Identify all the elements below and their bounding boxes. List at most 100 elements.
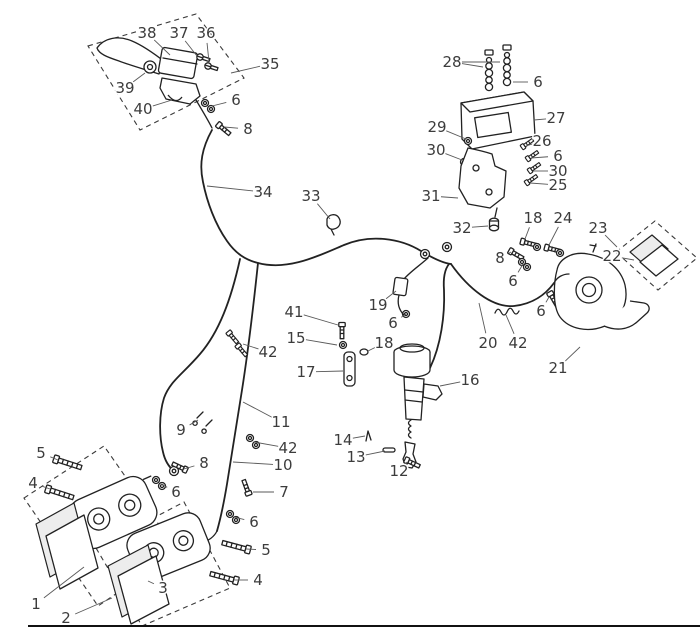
- leader-line: [233, 516, 245, 521]
- leader-line: [446, 130, 467, 140]
- callout-number: 29: [427, 118, 446, 136]
- callout-number: 42: [278, 439, 297, 457]
- mid-fasteners: [225, 329, 250, 359]
- callout-number: 21: [548, 359, 567, 377]
- leader-line: [440, 196, 459, 199]
- rear-brake-pads: [629, 234, 679, 277]
- leader-line: [230, 65, 261, 74]
- line-clip: [326, 214, 341, 236]
- callout-number: 25: [548, 176, 567, 194]
- leader-line: [621, 257, 635, 261]
- rear-line-hardware: [401, 237, 565, 319]
- callout-number: 39: [115, 79, 134, 97]
- front-brake-pads-right: [107, 544, 170, 625]
- callout-number: 4: [28, 474, 38, 492]
- leader-line: [445, 153, 463, 161]
- callout-number: 8: [199, 454, 209, 472]
- callout-number: 18: [374, 334, 393, 352]
- leader-line: [315, 370, 344, 373]
- callout-number: 17: [296, 363, 315, 381]
- callout-number: 6: [508, 272, 518, 290]
- callout-number: 40: [133, 100, 152, 118]
- callout-number: 8: [243, 120, 253, 138]
- callout-number: 23: [588, 219, 607, 237]
- callout-number: 6: [553, 147, 563, 165]
- leader-line: [147, 580, 155, 585]
- leader-line: [223, 126, 239, 129]
- callout-number: 6: [533, 73, 543, 91]
- callout-number: 6: [536, 302, 546, 320]
- callout-number: 7: [279, 483, 289, 501]
- rear-master-cylinder: [393, 343, 443, 469]
- front-caliper-left: [64, 475, 158, 550]
- leader-line: [367, 347, 376, 352]
- leader-line: [74, 597, 113, 615]
- leader-line: [253, 441, 279, 447]
- leader-line: [152, 99, 173, 107]
- leader-line: [604, 234, 618, 248]
- leader-line: [206, 185, 254, 192]
- callout-number: 38: [137, 24, 156, 42]
- callout-number: 37: [169, 24, 188, 42]
- leader-line: [529, 182, 549, 185]
- leader-line: [50, 456, 59, 461]
- leader-line: [461, 63, 484, 68]
- callout-number: 34: [253, 183, 272, 201]
- leader-line: [365, 450, 386, 456]
- caliper-fasteners: [43, 411, 261, 586]
- callout-number: 6: [249, 513, 259, 531]
- leader-line: [303, 314, 339, 326]
- leader-line: [525, 143, 533, 147]
- leader-line: [305, 339, 338, 346]
- front-master-cylinder-box: [87, 13, 245, 131]
- callout-number: 5: [36, 444, 46, 462]
- callout-number: 22: [602, 247, 621, 265]
- callout-number: 5: [261, 541, 271, 559]
- leader-line: [242, 401, 273, 418]
- callout-number: 1: [31, 595, 41, 613]
- callout-number: 33: [301, 187, 320, 205]
- callout-number: 9: [176, 421, 186, 439]
- callout-number: 42: [508, 334, 527, 352]
- callout-number: 10: [273, 456, 292, 474]
- callout-number: 24: [553, 209, 572, 227]
- callout-number: 18: [523, 209, 542, 227]
- leader-line: [564, 346, 581, 362]
- leader-line: [352, 435, 366, 439]
- callout-number: 31: [421, 187, 440, 205]
- clevis-hardware: [365, 430, 422, 470]
- callout-number: 11: [271, 413, 290, 431]
- callout-number: 8: [495, 249, 505, 267]
- leader-line: [184, 40, 198, 57]
- abs-module-assembly: [458, 44, 542, 232]
- callout-number: 28: [442, 53, 461, 71]
- callout-number: 4: [253, 571, 263, 589]
- callout-number: 41: [284, 303, 303, 321]
- leader-line: [189, 419, 199, 426]
- callout-number: 3: [158, 579, 168, 597]
- diagram-artwork: [23, 13, 700, 627]
- leader-line: [439, 381, 461, 387]
- leader-line: [545, 296, 550, 303]
- leader-line: [42, 485, 51, 490]
- callout-number: 15: [286, 329, 305, 347]
- reservoir-bracket: [338, 321, 369, 387]
- leader-line: [517, 263, 524, 273]
- callout-number: 6: [231, 91, 241, 109]
- leader-line: [385, 290, 397, 300]
- leader-line: [533, 118, 547, 121]
- leader-line: [508, 251, 512, 254]
- callout-number: 2: [61, 609, 71, 627]
- brake-switch: [392, 276, 409, 316]
- leader-line: [530, 156, 549, 159]
- callout-number: 30: [426, 141, 445, 159]
- leader-line: [548, 226, 559, 246]
- leader-line: [43, 566, 85, 599]
- front-brake-pads-left: [35, 502, 99, 590]
- callout-number: 20: [478, 334, 497, 352]
- callout-number: 16: [460, 371, 479, 389]
- front-master-cylinder-assembly: [96, 37, 233, 138]
- abs-valve-stacks: [484, 44, 512, 92]
